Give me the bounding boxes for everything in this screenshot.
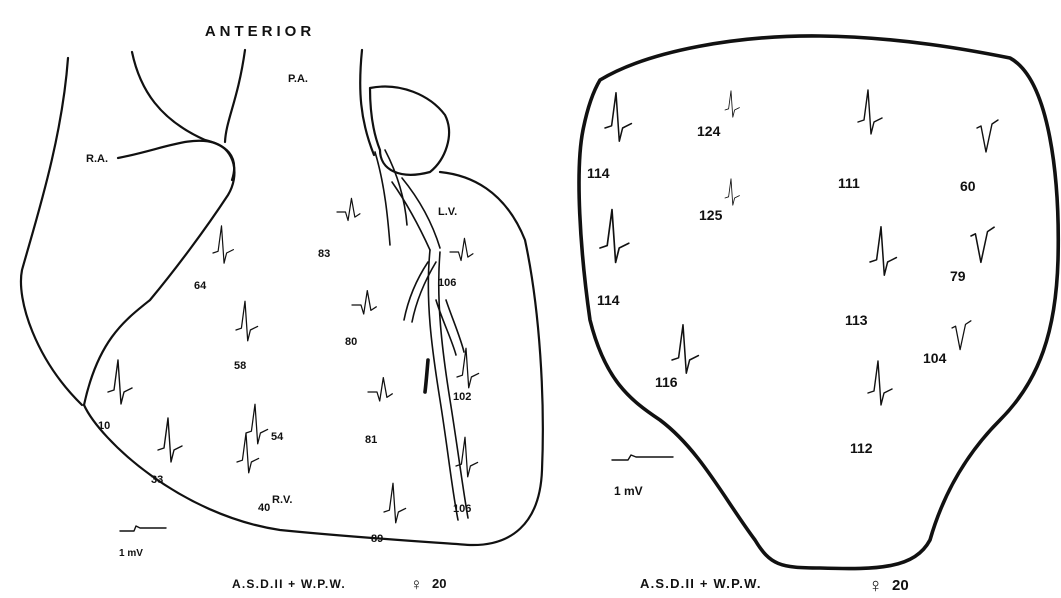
electrogram-trace: [236, 301, 258, 341]
scale-bar-trace: [612, 455, 673, 460]
electrode-value-label: 114: [587, 165, 610, 181]
electrode-value-label: 114: [597, 292, 620, 308]
left-ventricle-label: L.V.: [438, 206, 457, 218]
view-title: ANTERIOR: [205, 23, 315, 40]
electrode-value-label: 81: [365, 434, 377, 446]
coronary-artery-branch: [428, 250, 458, 520]
electrode-value-label: 102: [453, 391, 471, 403]
ventricles-outline: [84, 172, 543, 545]
electrogram-trace: [971, 227, 994, 262]
electrode-value-label: 106: [453, 503, 471, 515]
electrogram-trace: [337, 198, 360, 220]
left-atrial-appendage-outline: [370, 87, 449, 175]
coronary-artery-branch: [375, 152, 390, 245]
electrode-value-label: 111: [838, 175, 860, 191]
coronary-artery-branch: [446, 300, 464, 352]
electrogram-trace: [213, 226, 233, 263]
electrogram-trace: [108, 360, 132, 404]
pulmonary-artery-right-wall: [360, 50, 374, 155]
electrode-value-label: 89: [371, 533, 383, 545]
sex-symbol: ♀: [410, 575, 423, 594]
electrode-value-label: 64: [194, 280, 207, 292]
electrogram-trace: [952, 321, 971, 350]
electrogram-trace: [158, 418, 182, 462]
electrogram-trace: [870, 227, 896, 275]
electrode-value-label: 106: [438, 277, 456, 289]
coronary-artery-branch: [439, 252, 468, 518]
electrogram-trace: [977, 120, 998, 152]
electrode-value-label: 79: [950, 268, 966, 284]
electrogram-trace: [368, 378, 392, 401]
posterior-heart-panel: 124 114 111 60 125 114 79 113 104 116 112 1 mV A.S…: [579, 36, 1058, 597]
anterior-heart-panel: ANTERIOR P.A. R.A. L.V. R.V. 83 64 106 58 80…: [21, 23, 543, 594]
right-atrium-label: R.A.: [86, 153, 108, 165]
coronary-artery-branch: [412, 262, 436, 322]
coronary-artery-branch: [402, 178, 440, 248]
electrogram-trace: [725, 91, 739, 117]
electrogram-trace: [858, 90, 882, 134]
pulmonary-artery-label: P.A.: [288, 73, 308, 85]
right-ventricle-label: R.V.: [272, 494, 292, 506]
electrode-value-label: 10: [98, 420, 110, 432]
age-label: 20: [432, 576, 446, 591]
coronary-artery-branch: [392, 182, 430, 250]
electrode-value-label: 125: [699, 207, 723, 223]
electrogram-trace: [237, 433, 259, 473]
posterior-heart-outline: [579, 36, 1058, 569]
electrode-value-label: 83: [318, 248, 330, 260]
electrogram-trace: [672, 325, 698, 373]
figure-caption: A.S.D.II + W.P.W.: [232, 577, 346, 591]
scale-bar-trace: [120, 526, 166, 531]
electrogram-trace: [450, 238, 473, 260]
electrogram-trace: [868, 361, 892, 405]
electrode-value-label: 113: [845, 312, 868, 328]
sex-symbol: ♀: [868, 575, 883, 597]
electrogram-group: 124 114 111 60 125 114 79 113 104 116 112: [587, 90, 998, 456]
electrode-value-label: 104: [923, 350, 947, 366]
coronary-artery-branch: [425, 360, 428, 392]
electrogram-trace: [605, 93, 631, 141]
electrode-value-label: 112: [850, 440, 873, 456]
electrogram-trace: [457, 348, 479, 388]
age-label: 20: [892, 577, 909, 594]
electrode-value-label: 54: [271, 431, 284, 443]
electrogram-trace: [352, 291, 376, 314]
electrode-value-label: 124: [697, 123, 721, 139]
electrogram-trace: [384, 483, 406, 523]
scale-bar-label: 1 mV: [119, 548, 143, 559]
scale-bar-label: 1 mV: [614, 484, 643, 498]
electrogram-trace: [246, 404, 268, 444]
electrode-value-label: 80: [345, 336, 357, 348]
coronary-artery-branch: [404, 262, 428, 320]
right-atrial-appendage-outline: [84, 141, 234, 405]
electrode-value-label: 58: [234, 360, 246, 372]
aortic-root-outline: [132, 52, 234, 180]
coronary-artery-branch: [436, 300, 456, 355]
figure-caption: A.S.D.II + W.P.W.: [640, 576, 762, 591]
electrode-value-label: 60: [960, 178, 976, 194]
electrogram-trace: [600, 210, 629, 263]
electrode-value-label: 40: [258, 502, 270, 514]
electrogram-trace: [725, 179, 739, 205]
right-atrium-outline: [21, 58, 82, 405]
electrode-value-label: 33: [151, 474, 163, 486]
pulmonary-artery-outline: [225, 50, 245, 142]
electrode-value-label: 116: [655, 374, 678, 390]
electrogram-group: 83 64 106 58 80 10 102 81 54 33 40 106 89: [98, 198, 479, 545]
